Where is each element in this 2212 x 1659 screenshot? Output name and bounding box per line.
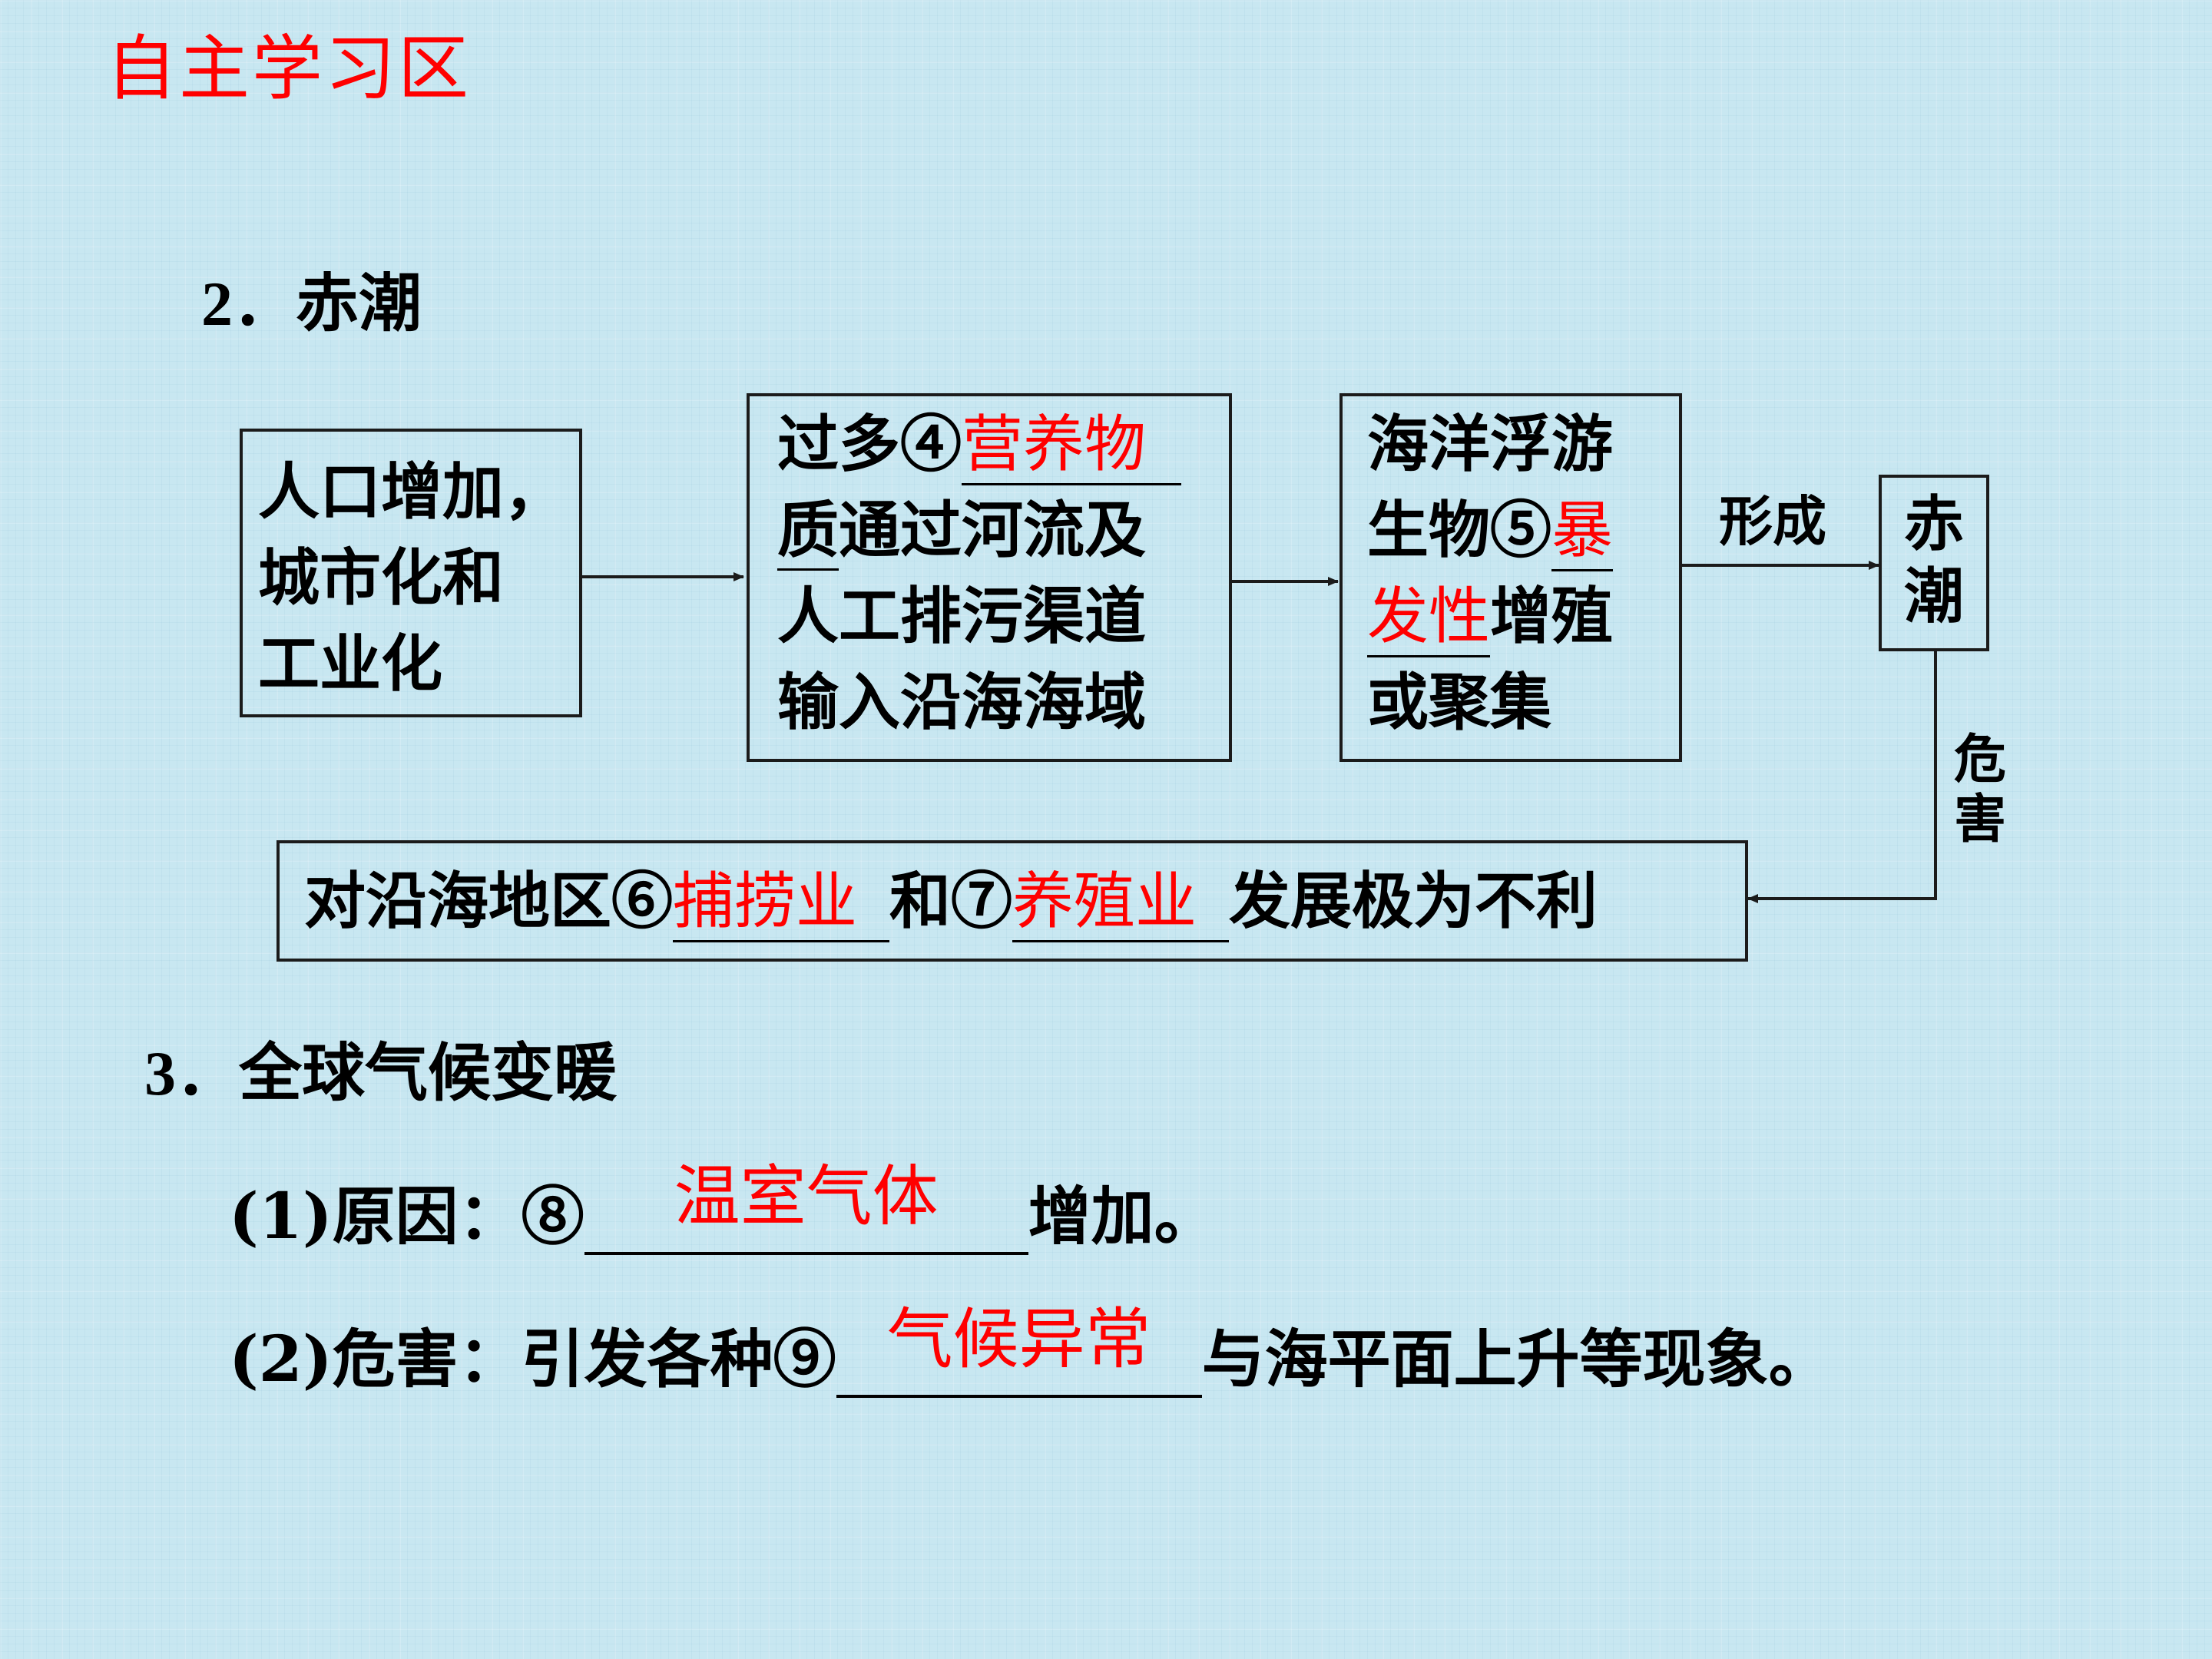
item-harm-label: (2)危害：引发各种⑨ xyxy=(229,1323,836,1396)
box2-line3: 人工排污渠道 xyxy=(777,580,1146,652)
flow-box-plankton: 海洋浮游 生物⑤暴 发性增殖 或聚集 xyxy=(1339,393,1682,762)
answer-7-blank: 养殖业 xyxy=(1012,863,1229,942)
box1-line2: 城市化和 xyxy=(258,541,504,614)
answer-4-part2: 质 xyxy=(777,492,839,571)
section-2-number: 2． xyxy=(201,269,296,339)
box1-line1: 人口增加， xyxy=(258,455,565,528)
box2-line4: 输入沿海海域 xyxy=(777,666,1146,738)
section-2-title: 赤潮 xyxy=(296,267,422,340)
item-cause: (1)原因：⑧ 温室气体 增加。 xyxy=(229,1158,1217,1255)
harm-char-2: 害 xyxy=(1953,789,2006,850)
box3-line3: 发性增殖 xyxy=(1367,573,1679,659)
box1-line3: 工业化 xyxy=(258,628,442,700)
answer-9-text: 气候异常 xyxy=(886,1301,1151,1378)
answer-8-blank: 温室气体 xyxy=(584,1158,1028,1255)
flow-box-red-tide: 赤 潮 xyxy=(1879,475,1989,651)
harm-char-1: 危 xyxy=(1953,729,2006,790)
answer-7-text: 养殖业 xyxy=(1012,866,1197,937)
answer-6-text: 捕捞业 xyxy=(673,866,857,937)
item-cause-suffix: 增加。 xyxy=(1028,1180,1217,1253)
answer-9-blank: 气候异常 xyxy=(836,1301,1202,1398)
section-2-heading: 2．赤潮 xyxy=(201,269,422,339)
box3-line3-rest: 增殖 xyxy=(1490,580,1613,652)
box2-prefix: 过多④ xyxy=(777,408,962,480)
answer-6-blank: 捕捞业 xyxy=(673,863,889,942)
box2-line2-rest: 通过河流及 xyxy=(839,494,1146,566)
section-3-heading: 3．全球气候变暖 xyxy=(144,1038,617,1108)
answer-5-text-2: 发性 xyxy=(1367,581,1490,652)
section-3-title: 全球气候变暖 xyxy=(239,1036,618,1110)
answer-4-part1: 营养物 xyxy=(962,406,1181,485)
box3-line4: 或聚集 xyxy=(1367,666,1551,738)
arrow-label-harm: 危 害 xyxy=(1949,730,2011,849)
harm-mid: 和⑦ xyxy=(889,865,1012,937)
item-harm-suffix: 与海平面上升等现象。 xyxy=(1201,1323,1832,1396)
flow-box-cause: 人口增加， 城市化和 工业化 xyxy=(240,429,582,717)
box4-line2: 潮 xyxy=(1903,561,1964,631)
harm-suffix: 发展极为不利 xyxy=(1229,865,1598,937)
box2-line1: 过多④营养物 xyxy=(777,401,1229,487)
answer-4-text: 营养物 xyxy=(962,409,1146,480)
box3-line1: 海洋浮游 xyxy=(1367,408,1613,480)
section-3-number: 3． xyxy=(144,1038,240,1108)
item-cause-label: (1)原因：⑧ xyxy=(229,1180,584,1253)
box3-prefix: 生物⑤ xyxy=(1367,494,1551,566)
answer-5-part2: 发性 xyxy=(1367,578,1490,657)
item-harm: (2)危害：引发各种⑨ 气候异常与海平面上升等现象。 xyxy=(229,1301,1832,1398)
flow-box-harm: 对沿海地区⑥捕捞业和⑦养殖业发展极为不利 xyxy=(276,840,1748,962)
arrow-label-form: 形成 xyxy=(1719,489,1826,553)
box2-line2: 质通过河流及 xyxy=(777,487,1229,573)
box4-line1: 赤 xyxy=(1903,489,1964,559)
answer-8-text: 温室气体 xyxy=(674,1158,939,1235)
flow-box-nutrients: 过多④营养物 质通过河流及 人工排污渠道 输入沿海海域 xyxy=(747,393,1232,762)
box3-line2: 生物⑤暴 xyxy=(1367,487,1679,573)
arrow-box4-to-bottom xyxy=(1747,651,1937,903)
harm-prefix: 对沿海地区⑥ xyxy=(304,865,673,937)
answer-5-part1: 暴 xyxy=(1551,492,1613,571)
page-title: 自主学习区 xyxy=(106,28,472,110)
answer-5-text-1: 暴 xyxy=(1551,495,1613,566)
